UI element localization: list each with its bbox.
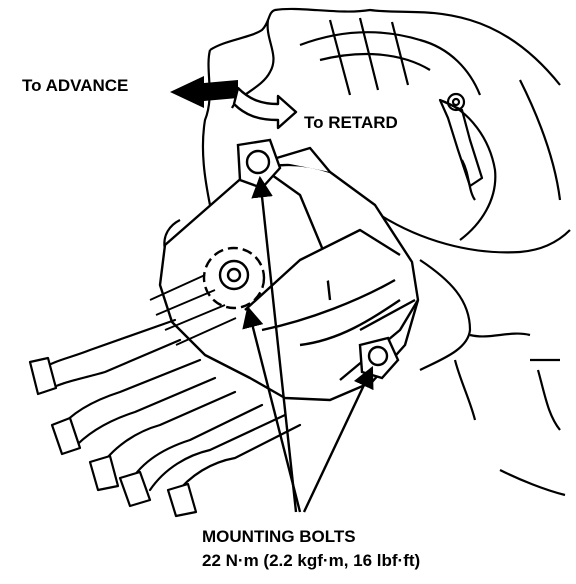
outline-arrow-right-icon bbox=[232, 86, 298, 130]
retard-label: To RETARD bbox=[304, 113, 398, 132]
mounting-bolts-label: MOUNTING BOLTS bbox=[202, 527, 356, 546]
leader-lines bbox=[242, 175, 374, 513]
cap-ribs bbox=[149, 274, 237, 346]
wire-boots bbox=[28, 356, 198, 518]
mounting-bolt-middle bbox=[202, 246, 266, 310]
bracket bbox=[438, 92, 484, 188]
torque-spec-label: 22 N·m (2.2 kgf·m, 16 lbf·ft) bbox=[202, 551, 421, 570]
advance-label: To ADVANCE bbox=[22, 76, 129, 95]
solid-arrow-left-icon bbox=[170, 76, 238, 108]
